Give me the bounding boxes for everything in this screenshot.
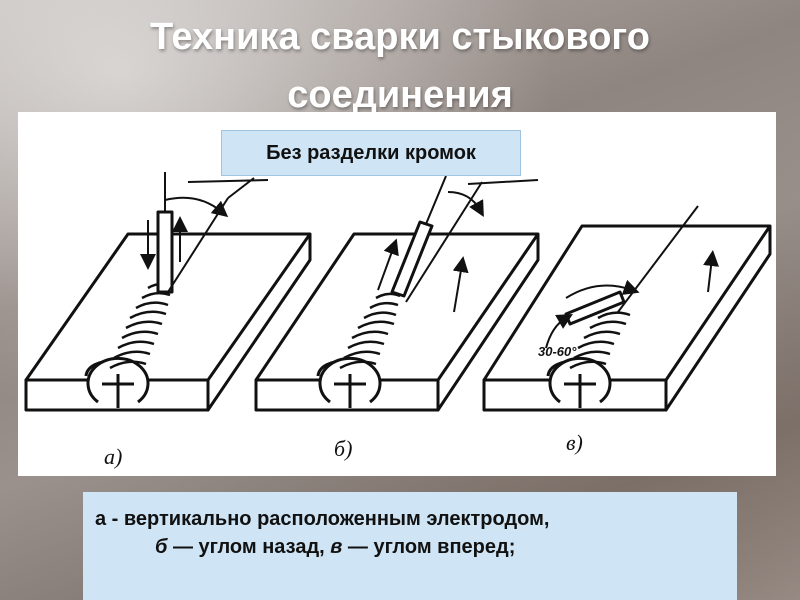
edge-preparation-label: Без разделки кромок [221,130,521,176]
panel-label-a: а) [104,444,122,469]
slide-title-line1: Техника сварки стыкового [150,16,650,58]
caption-line-1: а - вертикально расположенным электродом… [95,508,550,530]
welding-diagram: 30-60° а) б) в) [24,172,772,469]
panel-label-b: б) [334,436,352,461]
caption-b-text: — углом назад, [167,536,331,558]
plate-c [482,205,772,412]
panel-label-c: в) [566,430,583,455]
caption-c-text: — углом вперед; [342,536,516,558]
caption-line-2: б — углом назад, в — углом вперед; [155,536,515,559]
slide-title-line2: соединения [287,74,513,116]
angle-annotation: 30-60° [538,344,577,359]
plate-b [254,175,540,412]
caption-c-letter: в [330,536,343,558]
caption-b-letter: б [155,536,168,558]
edge-preparation-label-text: Без разделки кромок [266,141,476,164]
caption-box: а - вертикально расположенным электродом… [83,492,737,600]
plate-a [24,172,312,412]
slide-title: Техника сварки стыкового соединения [0,8,800,124]
